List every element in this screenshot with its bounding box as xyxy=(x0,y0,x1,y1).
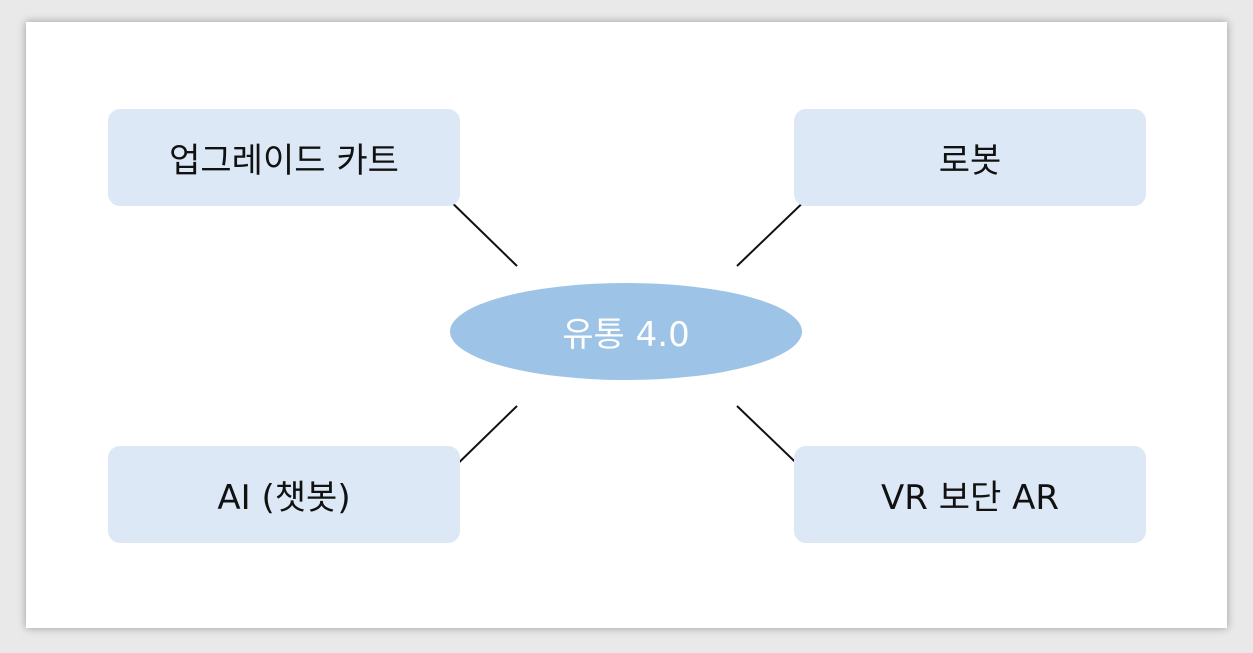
node-robot: 로봇 xyxy=(794,109,1146,206)
node-upgrade-cart: 업그레이드 카트 xyxy=(108,109,460,206)
node-vr-ar-label: VR 보단 AR xyxy=(881,478,1059,518)
node-vr-ar: VR 보단 AR xyxy=(794,446,1146,543)
diagram-canvas: 업그레이드 카트 로봇 AI (챗봇) VR 보단 AR 유통 4.0 xyxy=(26,22,1227,628)
center-node: 유통 4.0 xyxy=(450,283,802,380)
node-ai-chatbot: AI (챗봇) xyxy=(108,446,460,543)
node-ai-chatbot-label: AI (챗봇) xyxy=(217,478,351,518)
node-upgrade-cart-label: 업그레이드 카트 xyxy=(169,141,399,181)
node-robot-label: 로봇 xyxy=(938,141,1002,181)
center-node-label: 유통 4.0 xyxy=(562,315,690,355)
